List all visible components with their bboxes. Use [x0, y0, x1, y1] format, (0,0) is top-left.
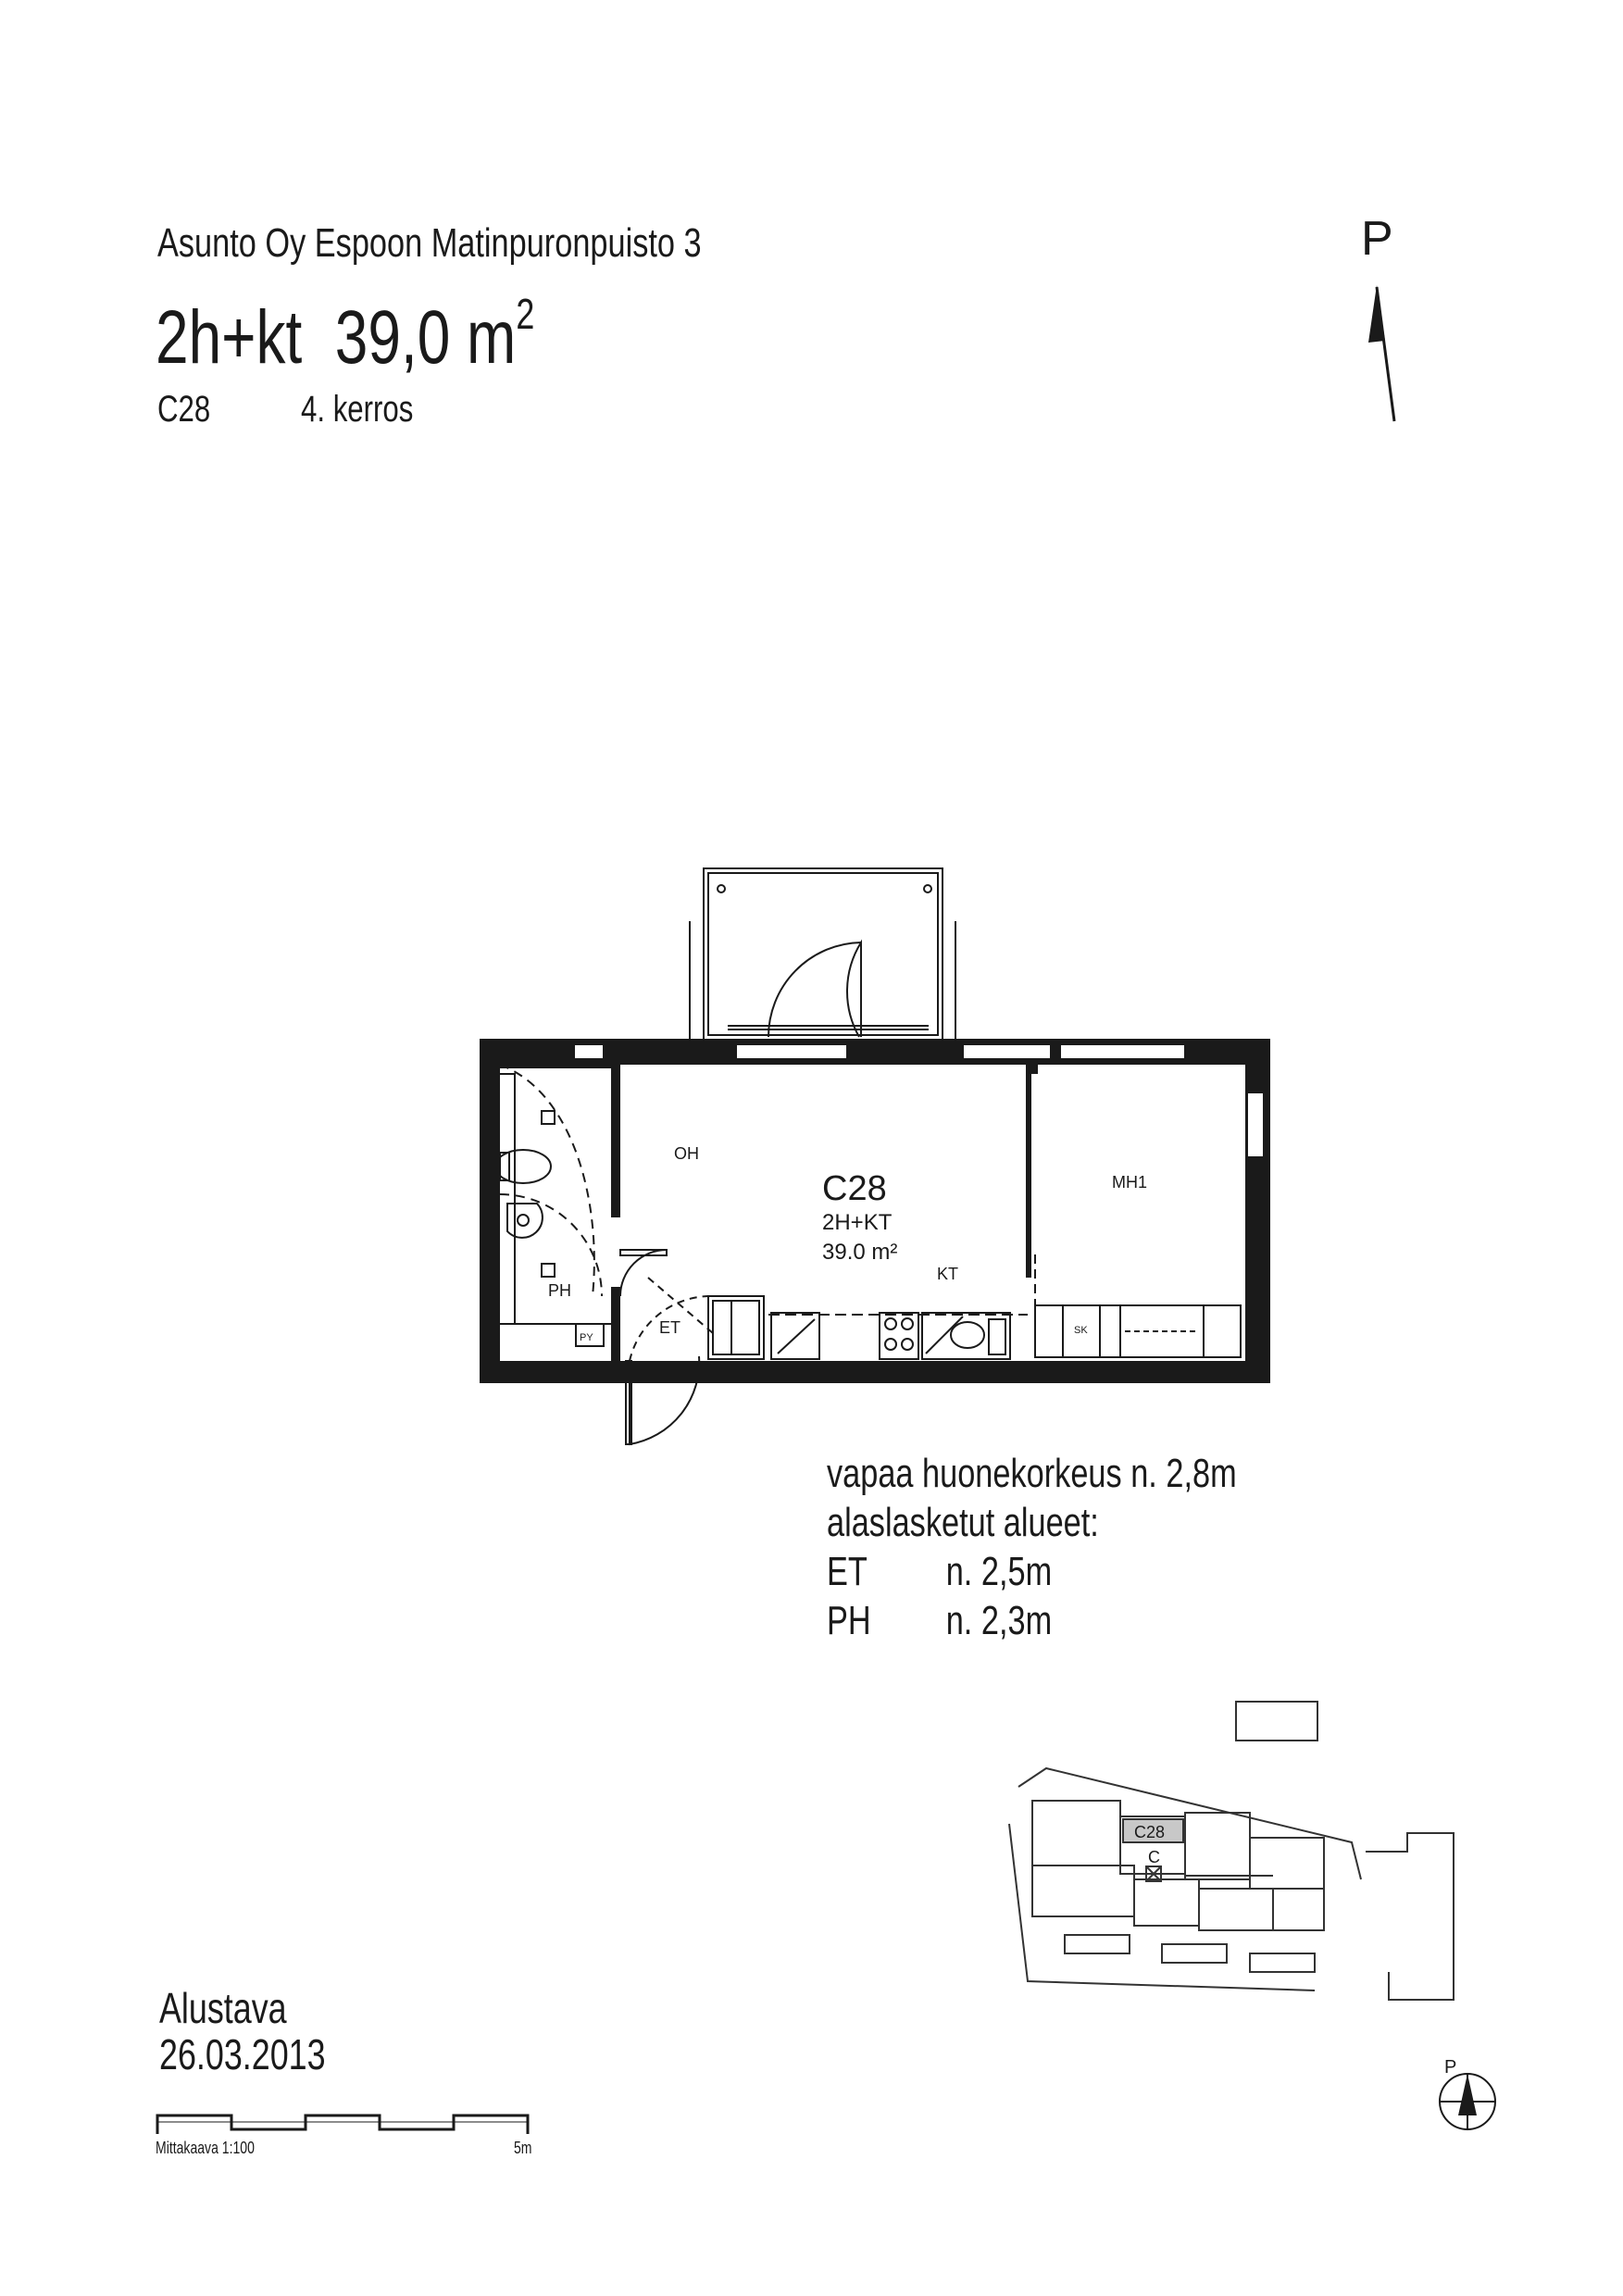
compass-icon [1439, 2073, 1496, 2130]
windows [573, 1043, 1265, 1158]
apartment-type-area: 2h+kt 39,0 m2 [156, 290, 534, 381]
balcony-door-swing [846, 939, 862, 1038]
room-label-mh1: MH1 [1112, 1173, 1147, 1192]
lowered-areas-label: alaslasketut alueet: [827, 1500, 1099, 1545]
wardrobes [1034, 1304, 1242, 1358]
room-label-sk: SK [1074, 1325, 1088, 1336]
ceiling-height-label: vapaa huonekorkeus [827, 1451, 1122, 1496]
apartment-code: C28 [157, 389, 211, 430]
lowered-room-et: ET [827, 1549, 868, 1594]
entrance-hall [619, 1249, 765, 1446]
apartment-area: 39,0 m [334, 295, 517, 380]
plan-apartment-area: 39.0 m² [822, 1240, 897, 1265]
lowered-room-ph: PH [827, 1598, 871, 1643]
site-entrance-label: C [1148, 1848, 1160, 1866]
project-name: Asunto Oy Espoon Matinpuronpuisto 3 [157, 220, 702, 266]
room-label-oh: OH [674, 1144, 699, 1163]
drawing-status: Alustava [159, 1984, 287, 2032]
lowered-value-et: n. 2,5m [945, 1549, 1053, 1594]
drawing-date: 26.03.2013 [159, 2030, 326, 2078]
ceiling-height-value: n. 2,8m [1130, 1451, 1237, 1496]
bathroom-fixtures [494, 1064, 611, 1347]
highlighted-apartment [1122, 1818, 1184, 1843]
floor-label: 4. kerros [301, 389, 414, 430]
ceiling-height-notes: vapaa huonekorkeus n. 2,8m alaslasketut … [827, 1449, 1237, 1645]
site-highlight-label: C28 [1134, 1823, 1165, 1841]
apartment-type: 2h+kt [156, 295, 303, 380]
room-label-py: PY [580, 1332, 593, 1343]
plan-apartment-code: C28 [822, 1169, 887, 1208]
plan-apartment-type: 2H+KT [822, 1210, 893, 1235]
scale-end-label: 5m [514, 2139, 532, 2157]
scale-bar [156, 2114, 530, 2134]
entrance-marker-icon [1145, 1866, 1162, 1882]
area-unit-exponent: 2 [516, 290, 535, 338]
lowered-value-ph: n. 2,3m [945, 1598, 1053, 1643]
room-label-kt: KT [937, 1265, 958, 1283]
site-north-label: P [1444, 2057, 1457, 2078]
interior-walls [500, 1065, 1038, 1361]
scale-label: Mittakaava 1:100 [156, 2139, 255, 2157]
room-label-et: ET [659, 1318, 680, 1337]
room-label-ph: PH [548, 1281, 571, 1300]
north-label: P [1361, 212, 1393, 266]
